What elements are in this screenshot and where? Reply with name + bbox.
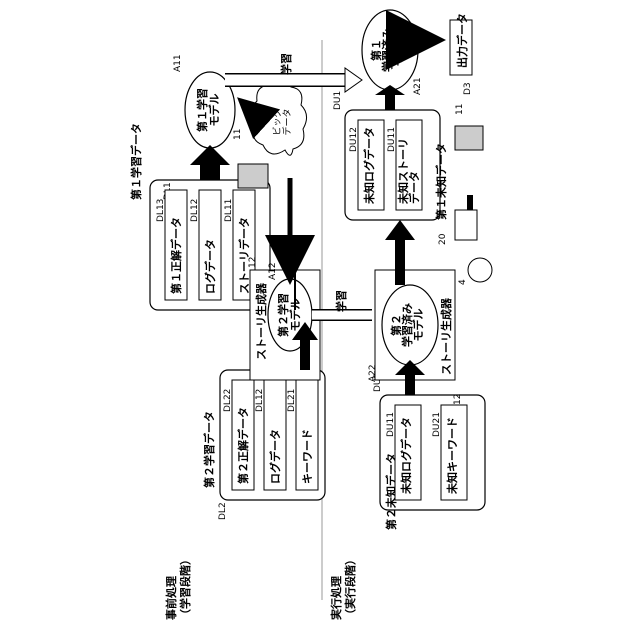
- du1-item-label: 未知ログデータ: [362, 127, 376, 205]
- dl1-item-label: 第１正解データ: [169, 217, 183, 294]
- server-left-ref: 11: [233, 129, 243, 140]
- dl2-title: 第２学習データ: [202, 411, 216, 488]
- dl1-item-label: ログデータ: [203, 239, 217, 294]
- model2-right-ref: A22: [368, 364, 378, 382]
- dl2-item-ref: DL22: [223, 389, 233, 412]
- pc-ref: 20: [438, 233, 448, 245]
- user-ref: 4: [458, 279, 468, 285]
- dl2-item-label: 第２正解データ: [236, 407, 250, 484]
- learn-arrow-model1-head: [345, 68, 362, 92]
- server-icon: [238, 164, 268, 188]
- dl2-item-label: キーワード: [301, 429, 314, 484]
- du2-item-label: 未知キーワード: [445, 417, 459, 495]
- gen-right-title: ストーリ生成器: [439, 297, 453, 375]
- model1-left-label: 第１学習モデル: [195, 88, 221, 132]
- model2-left-label: 第２学習モデル: [276, 293, 302, 337]
- output-label: 出力データ: [455, 13, 469, 68]
- dl2-item-label: ログデータ: [268, 429, 282, 484]
- du2-item-label: 未知ログデータ: [399, 417, 413, 495]
- phase-label-exec: 実行処理（実行段階）: [329, 554, 357, 620]
- gen-left-title: ストーリ生成器: [254, 282, 268, 360]
- dl1-title: 第１学習データ: [129, 123, 143, 200]
- dl2-item-ref: DL12: [255, 389, 265, 412]
- phase-label-pre: 事前処理（学習段階）: [164, 554, 192, 620]
- server-right-icon: [455, 126, 483, 150]
- arrow-dl1-to-model1: [190, 145, 230, 180]
- du1-item-ref: DU11: [387, 127, 397, 152]
- learn-label-1: 学習: [279, 53, 293, 75]
- bigdata-ref: D4: [251, 122, 261, 135]
- dl2-item-ref: DL21: [287, 389, 297, 412]
- du2-item-ref: DU11: [386, 412, 396, 437]
- bigdata-label: ビッグデータ: [271, 108, 293, 135]
- dl2-ref: DL2: [218, 502, 228, 520]
- model1-right-ref: A21: [413, 77, 423, 95]
- dl1-item-ref: DL13: [156, 199, 166, 222]
- du1-ref: DU1: [333, 91, 343, 110]
- dl1-item-ref: DL12: [190, 199, 200, 222]
- du1-title: 第１未知データ: [434, 143, 448, 220]
- output-ref: D3: [463, 82, 473, 95]
- user-icon: [468, 258, 492, 282]
- arrow-du1-to-model1: [375, 85, 405, 110]
- learn-label-2: 学習: [334, 290, 348, 312]
- server-right-ref: 11: [455, 104, 465, 115]
- model1-left-ref: A11: [173, 54, 183, 72]
- du2-item-ref: DU21: [432, 412, 442, 437]
- pc-icon: [455, 210, 477, 240]
- dl1-item-ref: DL11: [224, 199, 234, 222]
- gen-right-ref: 12: [453, 394, 463, 405]
- dl1-item-label: ストーリデータ: [237, 217, 251, 294]
- model2-left-ref: A12: [268, 262, 278, 280]
- du1-item-ref: DU12: [349, 127, 359, 152]
- gen-left-ref: 12: [248, 257, 258, 268]
